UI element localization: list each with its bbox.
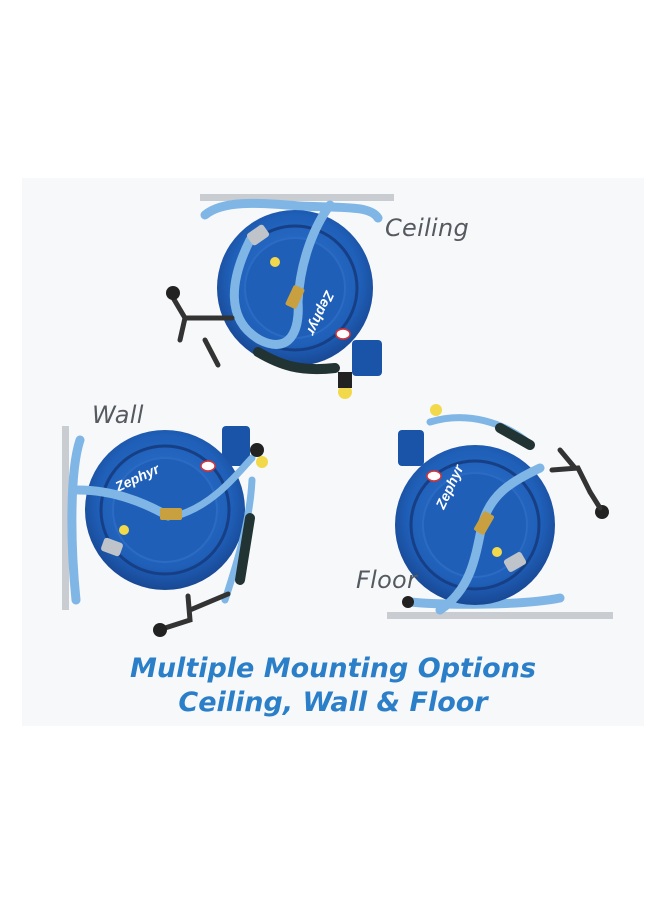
floor-label: Floor [356, 566, 418, 594]
floor-reel: Zephyr [387, 404, 613, 619]
ceiling-hose-guard [253, 347, 340, 375]
ceiling-reel: Zephyr [166, 194, 394, 399]
ceiling-coupler [338, 385, 352, 399]
wall-hose-guard [235, 513, 255, 585]
ceiling-hose-top [200, 198, 383, 223]
floor-brass-fitting [474, 511, 494, 535]
wall-bracket [222, 426, 250, 466]
wall-lock-lever [162, 591, 231, 631]
ceiling-brass-fitting [285, 285, 305, 309]
floor-hose-guard [495, 423, 535, 450]
ceiling-label: Ceiling [385, 214, 470, 242]
wall-hose-side [67, 435, 85, 605]
floor-lock-lever [549, 447, 593, 495]
ceiling-bracket [352, 340, 382, 376]
headline-line-2: Ceiling, Wall & Floor [178, 687, 488, 718]
wall-brass-fitting [160, 508, 182, 520]
ceiling-surface [200, 194, 394, 201]
floor-surface [387, 612, 613, 619]
wall-reel: Zephyr [62, 426, 268, 637]
headline-line-1: Multiple Mounting Options [129, 653, 537, 684]
wall-label: Wall [92, 401, 144, 429]
wall-surface [62, 426, 69, 610]
floor-bracket [398, 430, 424, 466]
